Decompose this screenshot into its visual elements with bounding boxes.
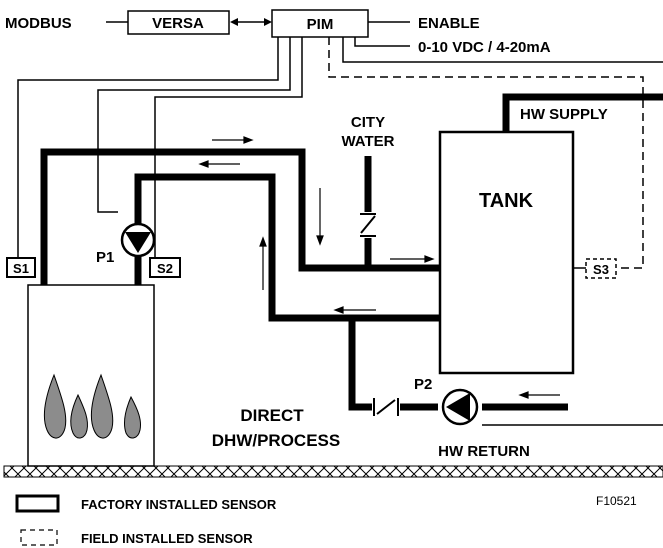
analog-input-label: 0-10 VDC / 4-20mA (418, 39, 551, 56)
p2-pump-icon (441, 388, 479, 426)
boiler (27, 284, 155, 467)
legend-factory-swatch (15, 494, 60, 513)
wire-s3-field (328, 37, 644, 269)
direct-label-2: DHW/PROCESS (212, 431, 340, 450)
city-water-check-valve-icon (360, 212, 376, 238)
wire-p2 (342, 37, 663, 63)
city-water-label-2: WATER (341, 133, 394, 150)
pim-box (271, 9, 369, 38)
figure-id: F10521 (596, 494, 637, 508)
p1-pump-icon (120, 222, 156, 258)
enable-label: ENABLE (418, 15, 480, 32)
wire-s2 (154, 37, 303, 258)
analog-input-line (354, 37, 410, 47)
wire-s1 (17, 37, 279, 258)
versa-box (127, 10, 230, 35)
direct-label-1: DIRECT (240, 406, 304, 425)
wire-p1 (97, 37, 291, 213)
modbus-label: MODBUS (5, 15, 72, 32)
s3-label: S3 (593, 262, 609, 277)
versa-label: VERSA (152, 15, 204, 32)
s1-sensor (6, 257, 36, 278)
legend-field-swatch (20, 529, 58, 546)
p1-label: P1 (96, 249, 114, 266)
flow-arrows (198, 136, 560, 399)
s1-label: S1 (13, 261, 29, 276)
hw-return-check-valve-icon (373, 398, 399, 416)
hw-return-label: HW RETURN (438, 443, 530, 460)
s2-sensor (149, 257, 181, 278)
piping (40, 93, 663, 411)
s2-label: S2 (157, 261, 173, 276)
city-water-label-1: CITY (351, 114, 385, 131)
legend-field-label: FIELD INSTALLED SENSOR (81, 531, 253, 546)
pim-label: PIM (307, 16, 334, 33)
hw-supply-label: HW SUPPLY (520, 106, 608, 123)
versa-pim-link (230, 18, 272, 26)
tank-label: TANK (479, 190, 534, 212)
ground-hatch (3, 465, 663, 478)
flame-icon (43, 373, 141, 439)
legend-factory-label: FACTORY INSTALLED SENSOR (81, 497, 277, 512)
tank (438, 130, 575, 375)
p2-label: P2 (414, 376, 432, 393)
s3-sensor (585, 258, 617, 279)
